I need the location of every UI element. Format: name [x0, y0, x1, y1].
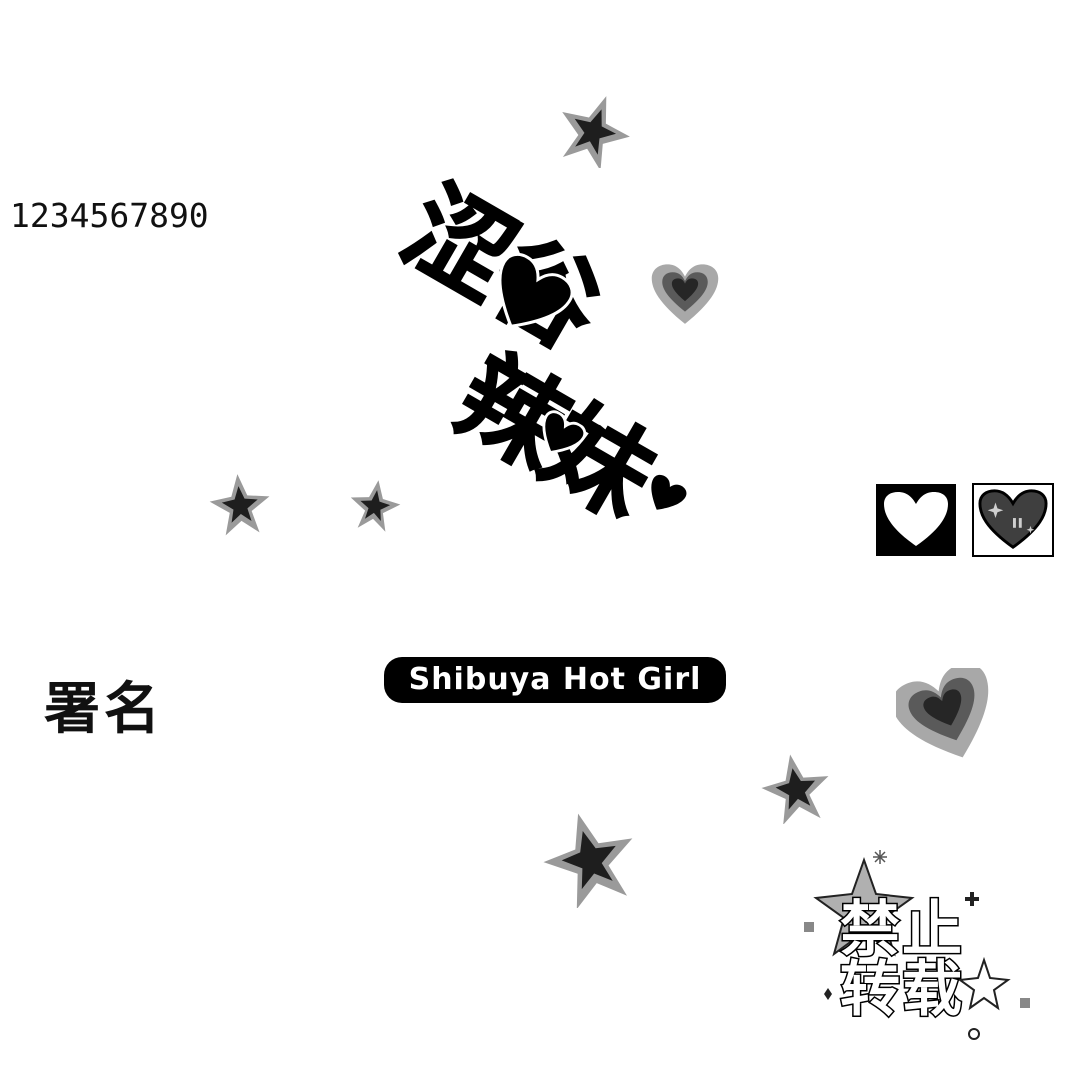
star-icon	[543, 813, 633, 908]
heart-icon	[978, 489, 1048, 550]
pill-label: Shibuya Hot Girl	[384, 657, 726, 703]
heart-icon	[651, 264, 719, 324]
title-small-heart-icon	[542, 410, 587, 455]
signature-text: 署名	[44, 677, 164, 742]
star-icon	[350, 480, 401, 532]
heart-icon	[884, 492, 948, 546]
stamp-label: 禁 止 转 载	[836, 898, 976, 1028]
star-icon	[209, 474, 270, 536]
signature-label: 署名	[44, 677, 182, 742]
stamp-char: 载	[901, 955, 964, 1025]
stamp-char: 止	[901, 895, 964, 965]
title-heart-icon	[498, 252, 574, 328]
sparkle-icon	[804, 850, 1030, 1040]
title-block: 涩谷 辣妹	[278, 136, 802, 623]
title-end-heart-icon	[651, 474, 687, 510]
heart-tile-gray	[972, 483, 1054, 557]
heart-icon	[896, 668, 989, 758]
stamp-char: 转	[839, 955, 902, 1025]
heart-tile-white	[876, 484, 956, 556]
star-icon	[761, 754, 829, 824]
stamp-char: 禁	[839, 895, 902, 965]
star-icon	[562, 96, 630, 168]
number-strip: 1234567890	[10, 196, 256, 236]
number-text: 1234567890	[10, 196, 209, 235]
